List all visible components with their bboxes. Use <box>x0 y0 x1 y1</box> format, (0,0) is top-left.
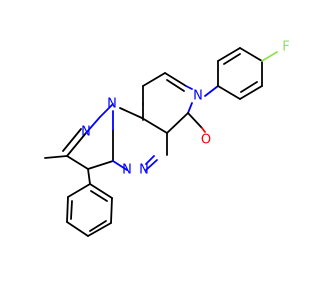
bond <box>66 155 89 170</box>
oxygen-label: O <box>201 133 211 148</box>
bond <box>112 160 128 171</box>
bond <box>201 127 206 133</box>
bond <box>166 79 185 92</box>
bond <box>90 190 108 202</box>
bond <box>164 72 187 87</box>
bond <box>87 160 114 170</box>
bond <box>119 107 143 119</box>
fluorophenyl-ring <box>204 47 278 100</box>
nitrogen-label: N <box>122 163 132 178</box>
bond <box>223 53 241 65</box>
bond <box>204 85 219 97</box>
bond <box>141 117 168 134</box>
bond <box>66 132 87 157</box>
nitrogen-label: N <box>107 97 117 112</box>
molecule-structure-drawing: N N N N N O F <box>44 40 290 237</box>
nitrogen-label: N <box>81 125 91 140</box>
bond <box>261 51 278 62</box>
bond <box>110 197 113 224</box>
bond <box>185 85 193 90</box>
bond <box>142 72 166 87</box>
bond <box>87 222 112 237</box>
phenyl-ring <box>66 183 113 237</box>
bond <box>187 112 203 129</box>
bond <box>239 47 263 62</box>
bond <box>44 155 68 159</box>
bond <box>217 85 241 100</box>
pyridinone-ring <box>142 72 206 134</box>
nitrogen-label: N <box>139 163 149 178</box>
bond <box>187 102 193 114</box>
bond <box>240 81 258 93</box>
bond <box>89 183 113 199</box>
bond <box>85 116 101 134</box>
bond <box>67 183 91 198</box>
bond <box>66 196 69 223</box>
fluorine-label: F <box>282 40 289 55</box>
fused-ring-core <box>44 103 168 185</box>
bond <box>217 47 241 62</box>
bond <box>89 220 107 232</box>
nitrogen-label: N <box>193 89 203 104</box>
bond <box>239 85 263 100</box>
bond <box>166 112 189 134</box>
bond <box>145 159 158 171</box>
bond <box>70 200 73 220</box>
bond <box>62 128 82 152</box>
bond <box>87 168 91 185</box>
bond <box>99 103 114 118</box>
bond <box>66 221 89 237</box>
atom-labels: N N N N N O F <box>81 40 290 178</box>
bond <box>145 155 155 165</box>
